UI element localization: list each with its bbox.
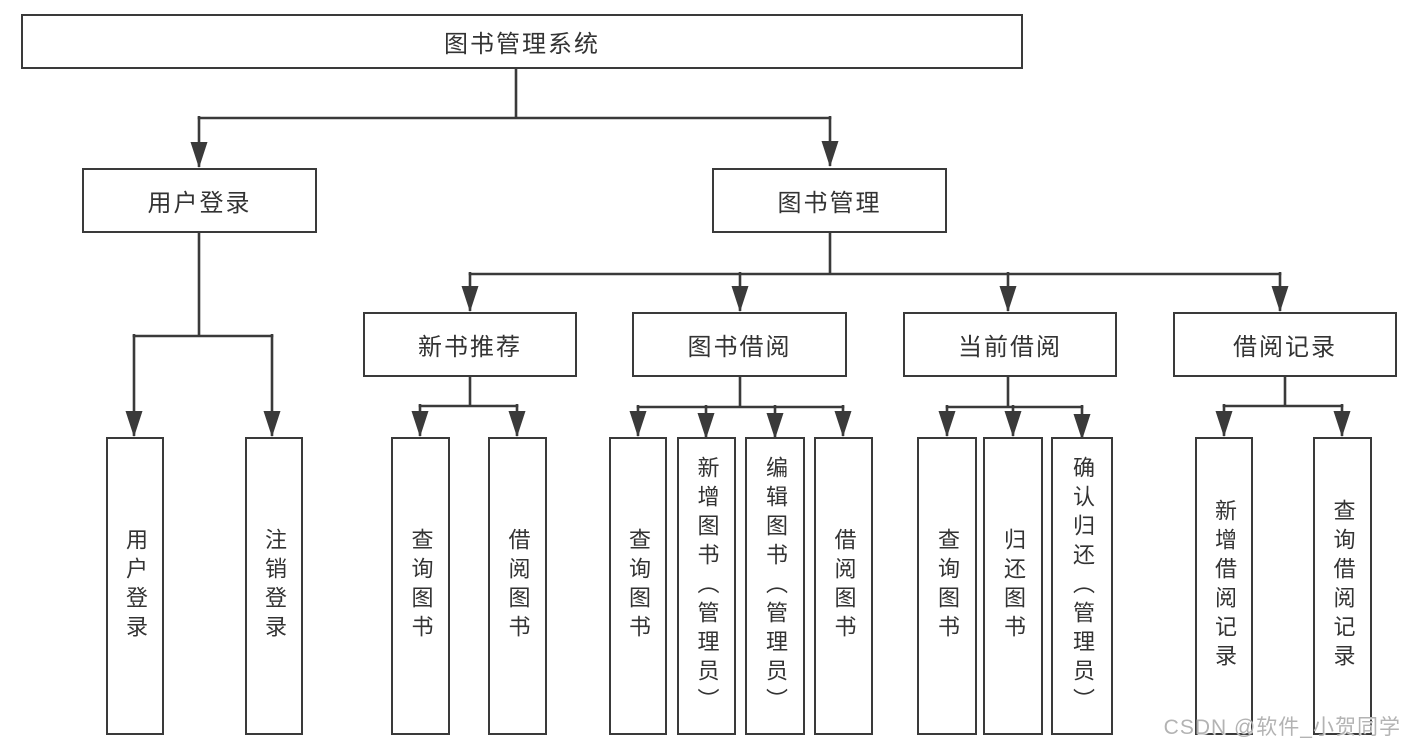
node-label: 新增借阅记录 <box>1212 499 1237 673</box>
leaf-return-books: 归还图书 <box>983 437 1043 735</box>
node-label: 查询图书 <box>626 528 651 644</box>
node-label: 图书管理 <box>777 190 882 217</box>
node-new-book-recommend: 新书推荐 <box>363 312 577 377</box>
leaf-query-borrow-record: 查询借阅记录 <box>1313 437 1372 735</box>
node-label: 注销登录 <box>262 528 287 644</box>
node-label: 新增图书（管理员） <box>694 455 720 717</box>
node-label: 用户登录 <box>147 190 252 217</box>
leaf-borrow-books: 借阅图书 <box>814 437 873 735</box>
leaf-edit-books-admin: 编辑图书（管理员） <box>745 437 805 735</box>
node-current-borrow: 当前借阅 <box>903 312 1117 377</box>
node-label: 查询借阅记录 <box>1330 499 1356 673</box>
node-label: 借阅图书 <box>831 528 857 644</box>
leaf-add-borrow-record: 新增借阅记录 <box>1195 437 1253 735</box>
node-book-management: 图书管理 <box>712 168 947 233</box>
node-label: 归还图书 <box>1001 528 1026 644</box>
node-book-borrow: 图书借阅 <box>632 312 847 377</box>
node-label: 查询图书 <box>935 528 960 644</box>
node-label: 编辑图书（管理员） <box>763 455 788 717</box>
node-label: 图书借阅 <box>687 334 792 361</box>
node-label: 查询图书 <box>408 528 434 644</box>
leaf-logout: 注销登录 <box>245 437 303 735</box>
node-label: 借阅图书 <box>505 528 531 644</box>
node-label: 新书推荐 <box>418 334 522 361</box>
leaf-add-books-admin: 新增图书（管理员） <box>677 437 736 735</box>
leaf-user-login: 用户登录 <box>106 437 164 735</box>
leaf-query-books-recommend: 查询图书 <box>391 437 450 735</box>
watermark: CSDN @软件_小贺同学 <box>1163 716 1401 739</box>
node-borrow-records: 借阅记录 <box>1173 312 1397 377</box>
node-root-system: 图书管理系统 <box>21 14 1023 69</box>
leaf-confirm-return-admin: 确认归还（管理员） <box>1051 437 1113 735</box>
node-label: 确认归还（管理员） <box>1070 455 1095 717</box>
leaf-query-books-current: 查询图书 <box>917 437 977 735</box>
node-label: 当前借阅 <box>958 334 1062 361</box>
leaf-borrow-books-recommend: 借阅图书 <box>488 437 547 735</box>
node-label: 用户登录 <box>123 528 148 644</box>
node-label: 图书管理系统 <box>444 31 600 58</box>
node-label: 借阅记录 <box>1233 334 1337 361</box>
node-user-login: 用户登录 <box>82 168 317 233</box>
leaf-query-books-borrow: 查询图书 <box>609 437 667 735</box>
